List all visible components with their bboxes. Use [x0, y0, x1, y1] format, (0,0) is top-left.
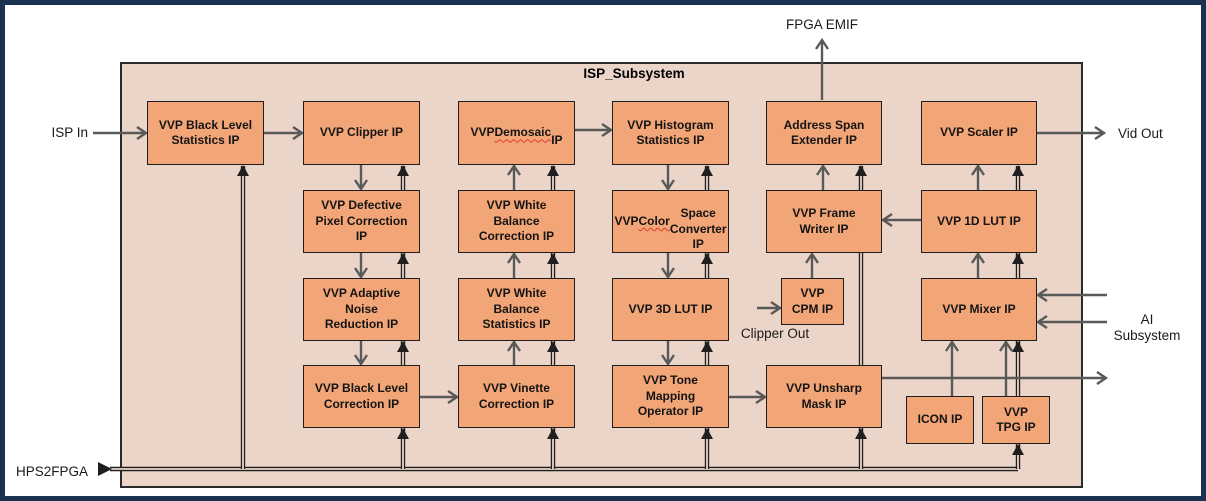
- blc-to-vinette-head: [447, 390, 460, 404]
- fpga-emif-arrow-head: [815, 37, 829, 50]
- tpg-to-mixer-head: [999, 339, 1013, 352]
- head-vinette: [547, 428, 559, 439]
- head-histogram: [701, 165, 713, 176]
- icon-to-mixer-head: [945, 339, 959, 352]
- label-isp-in: ISP In: [51, 125, 88, 140]
- wbc-to-demosaic-head: [507, 163, 521, 176]
- block-vvp-3d-lut: VVP 3D LUT IP: [612, 278, 729, 341]
- hps-bus-start-triangle: [98, 462, 112, 476]
- head-dpc: [397, 253, 409, 264]
- head-anr: [397, 341, 409, 352]
- vinette-to-wbs-head: [507, 339, 521, 352]
- block-vvp-adaptive-noise-reduction: VVP Adaptive Noise Reduction IP: [303, 278, 420, 341]
- block-vvp-clipper: VVP Clipper IP: [303, 101, 420, 165]
- block-vvp-black-level-statistics: VVP Black Level Statistics IP: [147, 101, 264, 165]
- block-vvp-tpg: VVP TPG IP: [982, 396, 1050, 444]
- label-vid-out: Vid Out: [1118, 126, 1163, 141]
- block-address-span-extender: Address Span Extender IP: [766, 101, 882, 165]
- head-wbc: [547, 253, 559, 264]
- mixer-to-1dlut-head: [971, 251, 985, 264]
- dpc-to-anr-head: [354, 267, 368, 280]
- fw-to-ase-head: [816, 163, 830, 176]
- block-vvp-defective-pixel-correction: VVP Defective Pixel Correction IP: [303, 190, 420, 253]
- head-csc: [701, 253, 713, 264]
- clipper-to-dpc-head: [354, 179, 368, 192]
- head-tmo: [701, 428, 713, 439]
- head-blc: [397, 428, 409, 439]
- block-icon-ip: ICON IP: [906, 396, 974, 444]
- block-vvp-histogram-statistics: VVP Histogram Statistics IP: [612, 101, 729, 165]
- head-mixer: [1012, 341, 1024, 352]
- head-bls: [237, 165, 249, 176]
- block-vvp-demosaic: VVP Demosaic IP: [458, 101, 575, 165]
- block-vvp-tone-mapping-operator: VVP Tone Mapping Operator IP: [612, 365, 729, 428]
- head-tpg: [1012, 444, 1024, 455]
- anr-to-blc-head: [354, 354, 368, 367]
- 3dlut-to-tmo-head: [661, 354, 675, 367]
- head-3dlut: [701, 341, 713, 352]
- block-vvp-white-balance-statistics: VVP White Balance Statistics IP: [458, 278, 575, 341]
- label-clipper-out: Clipper Out: [740, 326, 810, 341]
- head-1dlut: [1012, 253, 1024, 264]
- block-vvp-white-balance-correction: VVP White Balance Correction IP: [458, 190, 575, 253]
- scaler-to-vidout-head: [1094, 126, 1107, 140]
- block-vvp-mixer: VVP Mixer IP: [921, 278, 1037, 341]
- head-unsharp: [855, 428, 867, 439]
- ai-to-mixer-2-head: [1035, 315, 1048, 329]
- label-fpga-emif: FPGA EMIF: [785, 17, 858, 32]
- spellcheck-squiggle: Color: [638, 213, 670, 228]
- head-clipper: [397, 165, 409, 176]
- block-vvp-1d-lut: VVP 1D LUT IP: [921, 190, 1037, 253]
- unsharp-out-arrow-head: [1096, 371, 1109, 385]
- subsystem-title: ISP_Subsystem: [583, 66, 685, 81]
- isp-in-arrow-head: [136, 126, 149, 140]
- csc-to-3dlut-head: [661, 267, 675, 280]
- histogram-to-csc-head: [661, 179, 675, 192]
- clipper-out-arrow-head: [770, 301, 783, 315]
- spellcheck-squiggle: Demosaic: [494, 125, 552, 140]
- block-vvp-vinette-correction: VVP Vinette Correction IP: [458, 365, 575, 428]
- bls-to-clipper-head: [292, 126, 305, 140]
- block-vvp-frame-writer: VVP Frame Writer IP: [766, 190, 882, 253]
- head-demosaic: [547, 165, 559, 176]
- cpm-to-fw-head: [805, 251, 819, 264]
- head-ase: [855, 165, 867, 176]
- block-vvp-black-level-correction: VVP Black Level Correction IP: [303, 365, 420, 428]
- block-vvp-color-space-converter: VVP Color Space Converter IP: [612, 190, 729, 253]
- label-ai-subsystem: AI Subsystem: [1113, 312, 1181, 343]
- wbs-to-wbc-head: [507, 251, 521, 264]
- block-vvp-unsharp-mask: VVP Unsharp Mask IP: [766, 365, 882, 428]
- head-scaler: [1012, 165, 1024, 176]
- label-hps2fpga: HPS2FPGA: [16, 464, 89, 479]
- ai-to-mixer-1-head: [1035, 288, 1048, 302]
- block-vvp-cpm: VVP CPM IP: [781, 278, 844, 325]
- tmo-to-unsharp-head: [755, 390, 768, 404]
- demosaic-to-histogram-head: [601, 123, 614, 137]
- block-vvp-scaler: VVP Scaler IP: [921, 101, 1037, 165]
- head-wbs: [547, 341, 559, 352]
- 1dlut-to-scaler-head: [971, 163, 985, 176]
- 1dlut-to-fw-head: [880, 213, 893, 227]
